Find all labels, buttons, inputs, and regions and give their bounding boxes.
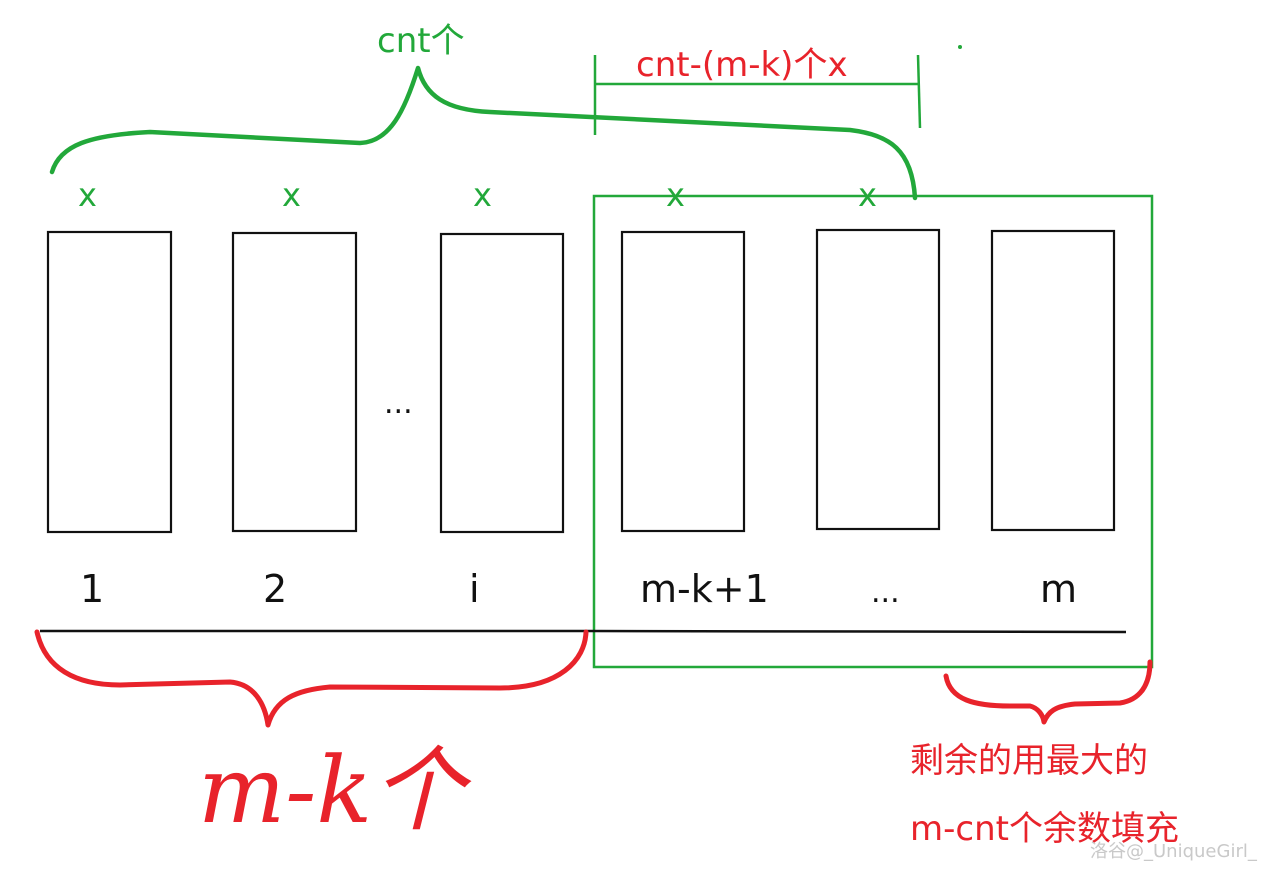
slot-box-m bbox=[990, 229, 1116, 532]
label-1: 1 bbox=[80, 567, 104, 611]
slot-box-i bbox=[439, 232, 565, 534]
middle-ellipsis: ... bbox=[384, 386, 413, 421]
stray-dot bbox=[958, 45, 962, 49]
label-m: m bbox=[1040, 567, 1077, 611]
slot-box-1 bbox=[46, 230, 173, 534]
x-mark-4: x bbox=[666, 176, 685, 214]
label-i: i bbox=[469, 567, 480, 611]
slot-box-2 bbox=[231, 231, 358, 533]
x-mark-3: x bbox=[473, 176, 492, 214]
bottom-red-brace bbox=[34, 629, 589, 728]
baseline-right bbox=[589, 629, 1127, 634]
top-brace-label: cnt个 bbox=[377, 21, 465, 61]
x-mark-5: x bbox=[858, 176, 877, 214]
right-note-line2: m-cnt个余数填充 bbox=[910, 809, 1179, 849]
label-m-k-plus-1: m-k+1 bbox=[640, 567, 769, 611]
x-mark-2: x bbox=[282, 176, 301, 214]
watermark: 洛谷@_UniqueGirl_ bbox=[1090, 841, 1258, 862]
right-note-line1: 剩余的用最大的 bbox=[910, 741, 1148, 781]
label-ellipsis: ... bbox=[871, 575, 900, 610]
span-label: cnt-(m-k)个x bbox=[636, 45, 848, 85]
top-green-brace bbox=[49, 65, 918, 201]
last-k-highlight-box bbox=[592, 194, 1154, 669]
right-red-brace bbox=[943, 659, 1153, 725]
bottom-brace-label: m-k个 bbox=[198, 737, 472, 844]
slot-box-m-k-plus-1 bbox=[620, 230, 746, 533]
span-bracket bbox=[593, 54, 922, 135]
x-mark-1: x bbox=[78, 176, 97, 214]
slot-box-ellipsis bbox=[815, 228, 941, 531]
label-2: 2 bbox=[263, 567, 287, 611]
